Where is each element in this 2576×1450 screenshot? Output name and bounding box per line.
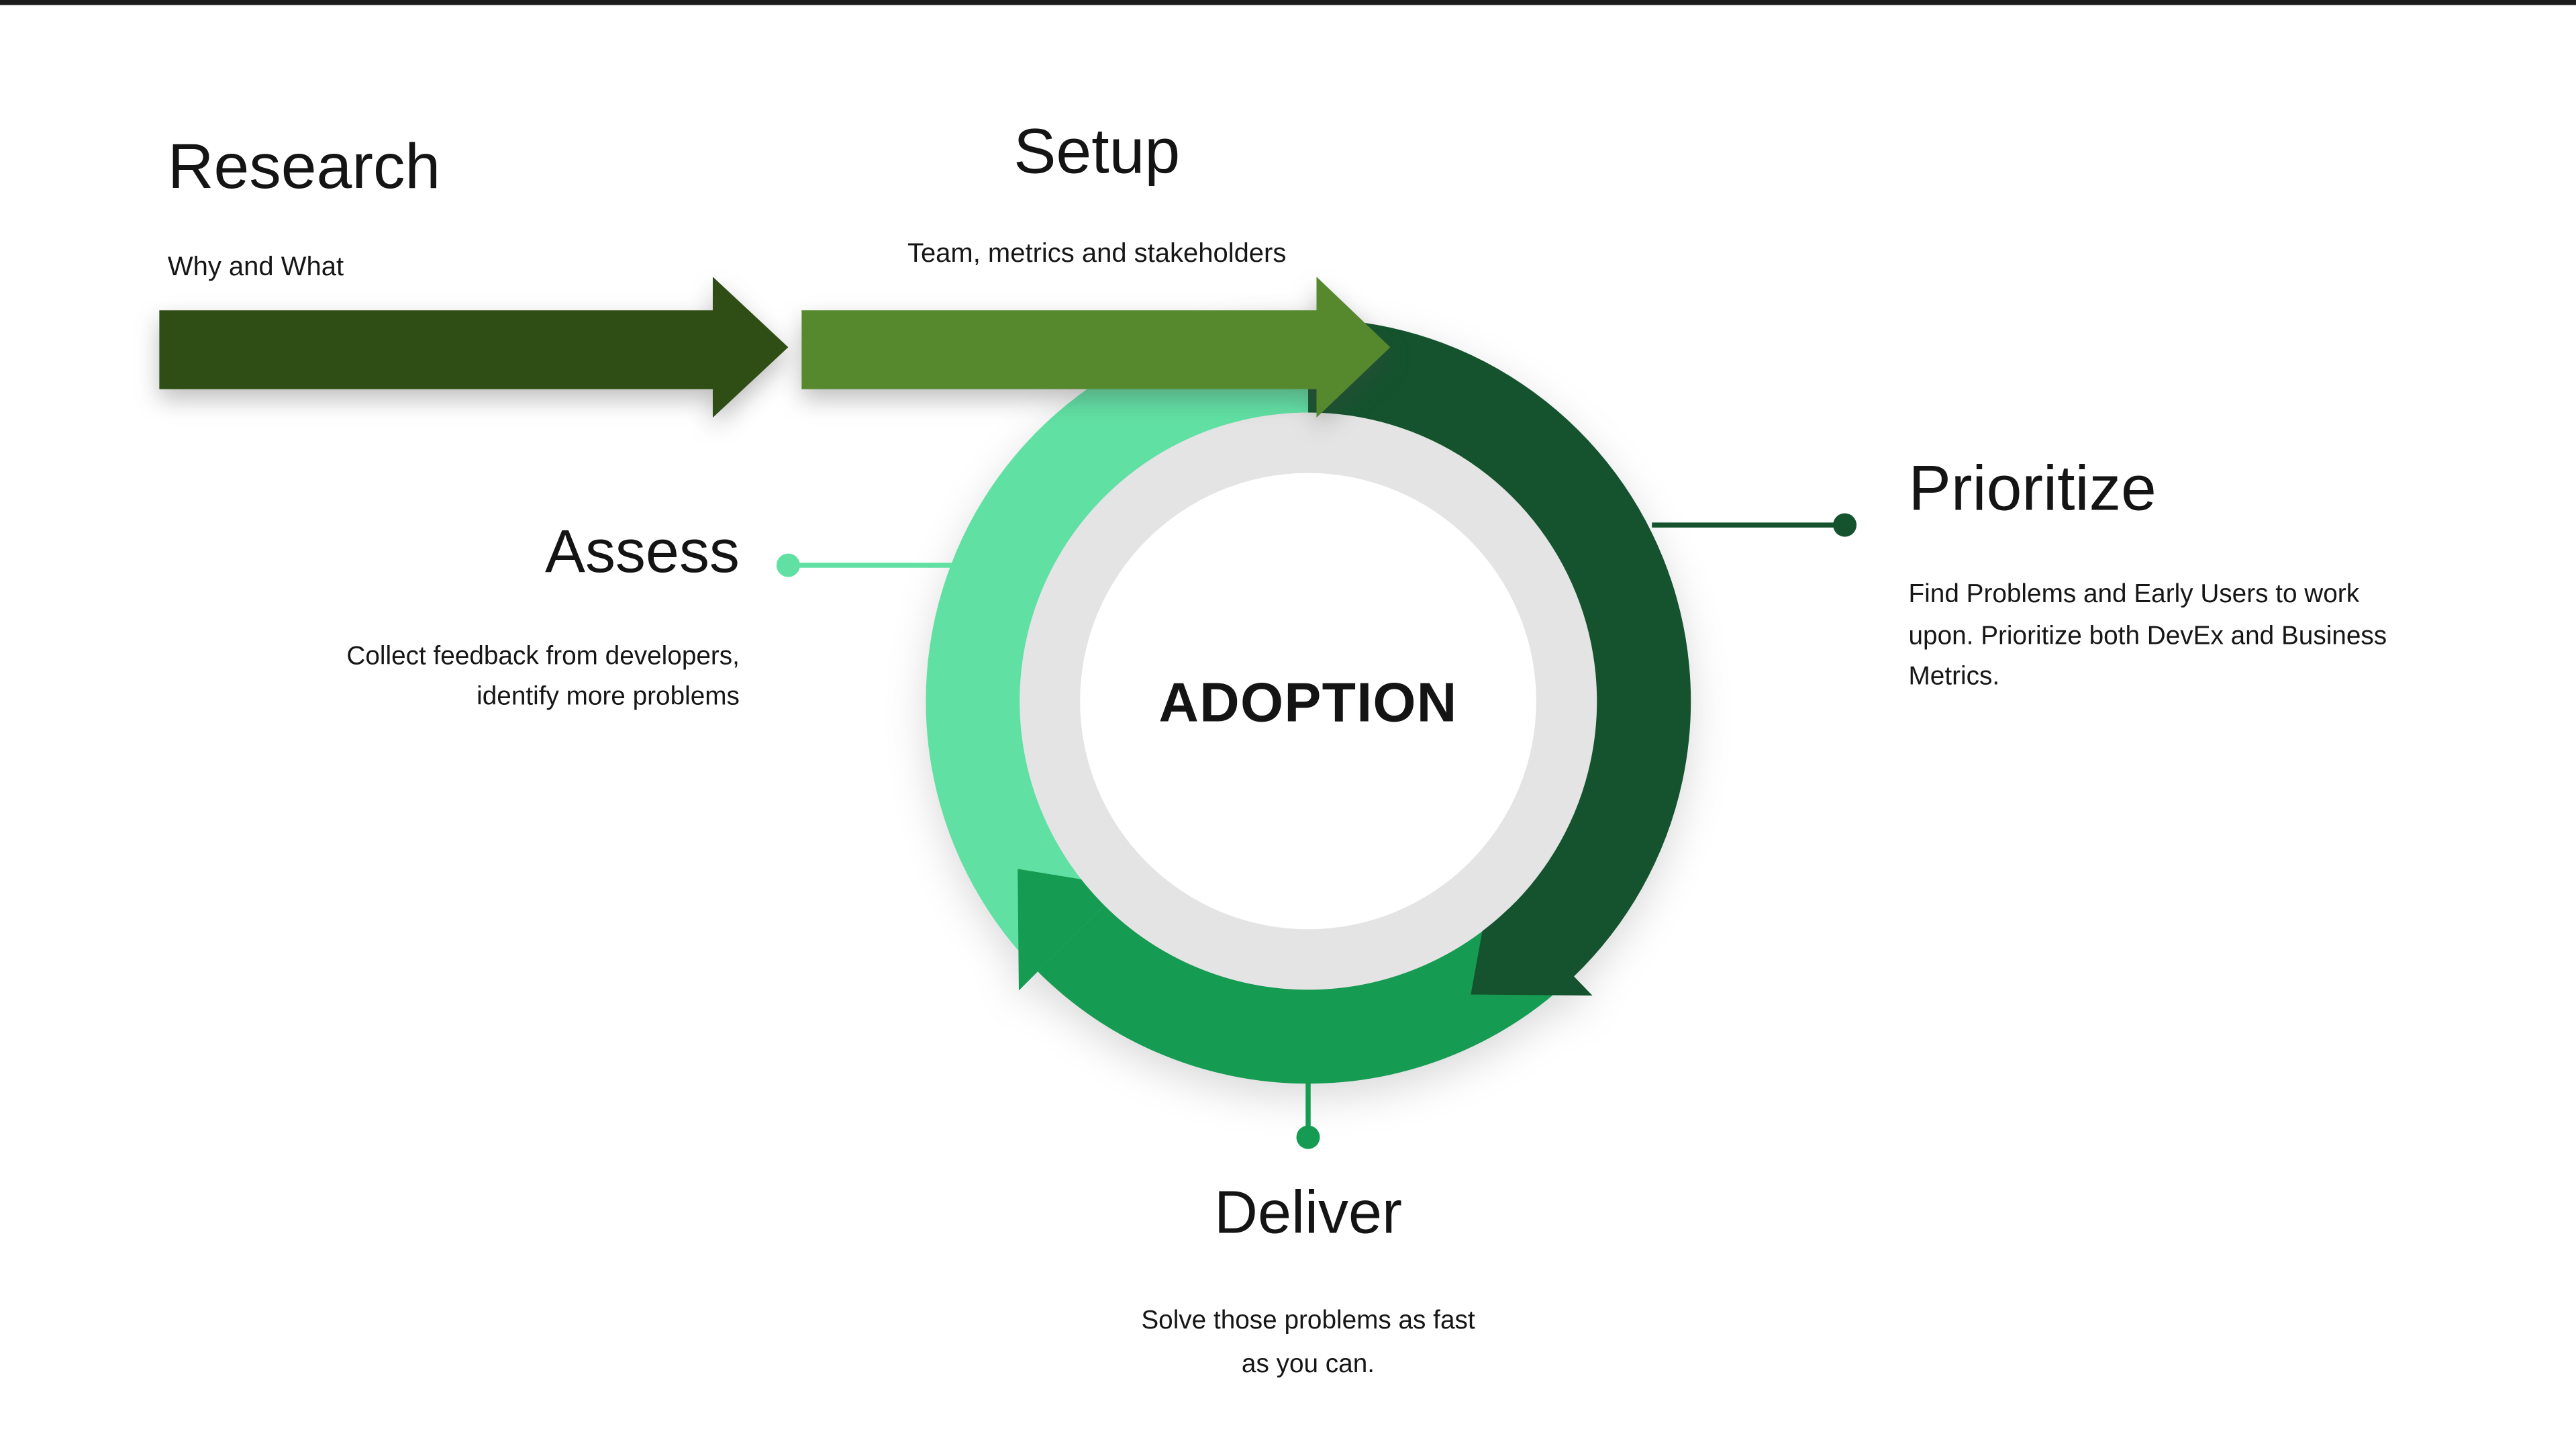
assess-description: Collect feedback from developers, identi… xyxy=(346,642,740,712)
setup-arrow-icon xyxy=(801,277,1391,418)
prioritize-description: Find Problems and Early Users to work up… xyxy=(1908,580,2387,691)
assess-title: Assess xyxy=(544,516,740,586)
setup-subtitle: Team, metrics and stakeholders xyxy=(907,240,1287,269)
ring-segment-prioritize xyxy=(1307,318,1691,977)
adoption-center-label: ADOPTION xyxy=(1158,671,1458,733)
research-arrow-icon xyxy=(159,277,789,418)
ring-segment-assess xyxy=(926,318,1309,985)
research-title: Research xyxy=(167,132,441,203)
top-bar xyxy=(0,0,2576,5)
deliver-arrowhead-icon xyxy=(1018,869,1124,991)
prioritize-connector-dot xyxy=(1833,513,1857,537)
prioritize-title: Prioritize xyxy=(1908,454,2157,526)
flow-arrows xyxy=(159,277,1391,418)
connectors xyxy=(776,513,1857,1149)
adoption-ring xyxy=(926,318,1691,1084)
assess-connector-dot xyxy=(776,553,800,577)
setup-title: Setup xyxy=(1013,117,1181,188)
deliver-title: Deliver xyxy=(1214,1177,1402,1247)
prioritize-arrowhead-icon xyxy=(1471,889,1593,996)
ring-center xyxy=(1080,473,1536,930)
research-subtitle: Why and What xyxy=(167,253,344,282)
deliver-connector-dot xyxy=(1296,1125,1320,1149)
deliver-description: Solve those problems as fast as you can. xyxy=(1141,1306,1475,1379)
